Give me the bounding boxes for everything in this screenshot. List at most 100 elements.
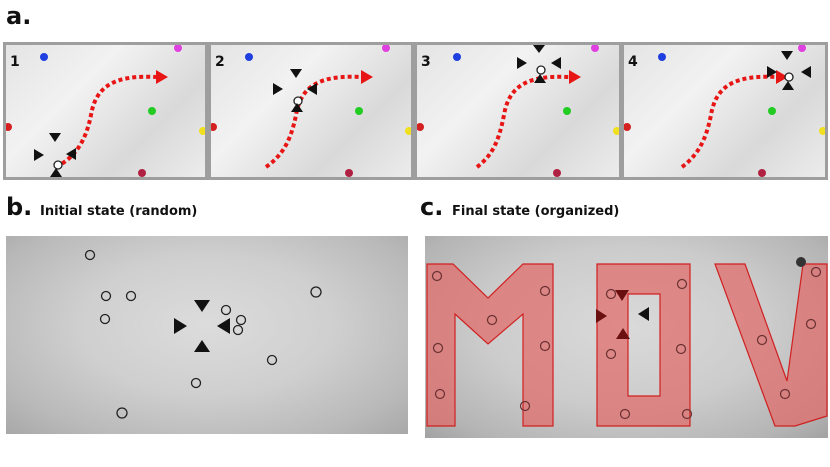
letter-v-overlay — [714, 263, 828, 427]
blue-marker — [453, 53, 461, 61]
particle — [84, 249, 96, 261]
trap-arrow-right — [767, 66, 777, 78]
trap-arrow-right — [273, 83, 283, 95]
darkred-marker — [345, 169, 353, 177]
particle — [116, 407, 128, 419]
red-marker — [624, 123, 631, 131]
trap-arrow-up — [50, 168, 62, 177]
green-marker — [148, 107, 156, 115]
trajectory-path — [475, 74, 570, 169]
frame-2: 2 — [211, 45, 411, 177]
arrowhead — [776, 70, 788, 84]
particle — [779, 388, 791, 400]
yellow-marker — [613, 127, 619, 135]
particle — [675, 343, 687, 355]
trap-arrow-left — [307, 83, 317, 95]
red-marker — [6, 123, 12, 131]
particle — [605, 348, 617, 360]
trap-arrow-right — [517, 57, 527, 69]
yellow-marker — [199, 127, 205, 135]
trap-arrow-right — [34, 149, 44, 161]
particle — [190, 377, 202, 389]
green-marker — [563, 107, 571, 115]
magenta-marker — [591, 45, 599, 52]
trap-arrow-right — [174, 318, 187, 334]
frame-1: 1 — [6, 45, 205, 177]
initial-state-drawing — [84, 249, 322, 419]
particle — [756, 334, 768, 346]
arrowhead — [361, 70, 373, 84]
particle — [619, 408, 631, 420]
panel-a-label: a. — [6, 2, 32, 30]
frame-4-number: 4 — [628, 54, 638, 70]
frame-3-drawing — [417, 45, 619, 177]
panel-b-caption: Initial state (random) — [40, 204, 198, 219]
red-marker — [211, 123, 217, 131]
blue-marker — [40, 53, 48, 61]
particle — [536, 65, 546, 75]
darkred-marker — [553, 169, 561, 177]
particle — [805, 318, 817, 330]
frame-4-drawing — [624, 45, 825, 177]
arrowhead — [569, 70, 581, 84]
trap-arrow-up — [291, 103, 303, 112]
particle — [539, 285, 551, 297]
particle — [266, 354, 278, 366]
particle — [235, 314, 247, 326]
dark-particle — [796, 257, 806, 267]
particle — [293, 96, 303, 106]
red-marker — [417, 123, 424, 131]
particle — [486, 314, 498, 326]
particle — [125, 290, 137, 302]
trap-arrow-up — [194, 340, 210, 352]
darkred-marker — [758, 169, 766, 177]
particle — [53, 160, 63, 170]
particle — [434, 388, 446, 400]
particle — [605, 288, 617, 300]
frame-3-number: 3 — [421, 54, 431, 70]
frame-1-number: 1 — [10, 54, 20, 70]
trap-arrow-left — [66, 148, 76, 160]
panel-c-label: c. — [420, 193, 444, 221]
frame-strip: 1 2 — [3, 42, 828, 180]
particle — [676, 278, 688, 290]
trap-arrow-up — [534, 74, 546, 83]
arrowhead — [156, 70, 168, 84]
frame-2-drawing — [211, 45, 411, 177]
trap-arrow-left — [551, 57, 561, 69]
trajectory-path — [55, 74, 157, 169]
particle — [100, 290, 112, 302]
particle — [431, 270, 443, 282]
final-state-image — [425, 236, 828, 438]
trap-arrow-up — [782, 81, 794, 90]
particle — [810, 266, 822, 278]
particle — [784, 72, 794, 82]
trajectory-path — [680, 74, 777, 169]
green-marker — [768, 107, 776, 115]
yellow-marker — [405, 127, 411, 135]
green-marker — [355, 107, 363, 115]
frame-1-drawing — [6, 45, 205, 177]
panel-c-caption: Final state (organized) — [452, 204, 620, 219]
frame-2-number: 2 — [215, 54, 225, 70]
trap-arrow-left — [801, 66, 811, 78]
letter-d-overlay — [596, 263, 691, 427]
trap-arrow-down — [781, 51, 793, 60]
darkred-marker — [138, 169, 146, 177]
trap-arrow-down — [615, 290, 629, 301]
particle — [519, 400, 531, 412]
blue-marker — [245, 53, 253, 61]
particle — [681, 408, 693, 420]
yellow-marker — [819, 127, 825, 135]
particle — [432, 342, 444, 354]
blue-marker — [658, 53, 666, 61]
panel-b-label: b. — [6, 193, 33, 221]
trap-arrow-up — [616, 328, 630, 339]
particle — [310, 286, 322, 298]
magenta-marker — [798, 45, 806, 52]
trap-arrow-down — [49, 133, 61, 142]
magenta-marker — [174, 45, 182, 52]
final-state-drawing — [426, 257, 828, 427]
particle — [539, 340, 551, 352]
particle — [220, 304, 232, 316]
